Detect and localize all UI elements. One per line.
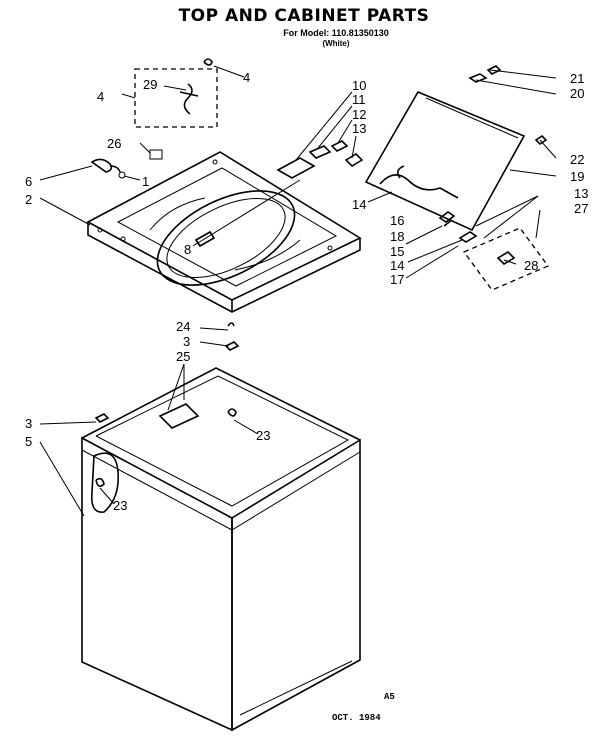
callout-28: 28: [524, 258, 538, 273]
callout-4: 4: [243, 70, 250, 85]
callout-13-upper: 13: [352, 121, 366, 136]
lid-hinge-box: [462, 227, 550, 291]
part-1-graphic: [118, 171, 126, 179]
part-29-graphic: [179, 83, 199, 115]
callout-29: 29: [143, 77, 157, 92]
part-17-graphic: [458, 231, 478, 243]
callout-16: 16: [390, 213, 404, 228]
part-23-lower-graphic: [90, 452, 120, 513]
part-24-graphic: [227, 322, 235, 327]
part-20-graphic: [468, 73, 488, 83]
part-23-upper-graphic: [227, 408, 237, 417]
page-title: TOP AND CABINET PARTS: [178, 6, 430, 26]
callout-11: 11: [352, 92, 366, 107]
callout-9: 4: [97, 89, 104, 104]
footer-code: A5: [384, 692, 395, 702]
hinge-assembly-box: [134, 68, 218, 128]
leader-lines: [39, 65, 557, 517]
callout-14-lower: 14: [390, 258, 404, 273]
color-variant: (White): [322, 39, 350, 48]
part-13-graphic: [344, 152, 364, 168]
part-11-graphic: [308, 145, 332, 159]
part-10-graphic: [276, 157, 316, 179]
part-15-18-graphic: [438, 211, 456, 227]
callout-24: 24: [176, 319, 190, 334]
part-25-graphic: [158, 403, 200, 429]
part-3-upper-graphic: [224, 341, 240, 351]
callout-6: 6: [25, 174, 32, 189]
callout-17: 17: [390, 272, 404, 287]
part-12-graphic: [330, 140, 349, 152]
callout-21: 21: [570, 71, 584, 86]
callout-3-upper: 3: [183, 334, 190, 349]
callout-10: 10: [352, 78, 366, 93]
top-panel: [86, 151, 362, 313]
callout-26: 26: [107, 136, 121, 151]
callout-23-upper: 23: [256, 428, 270, 443]
callout-1: 1: [142, 174, 149, 189]
callout-18: 18: [390, 229, 404, 244]
callout-23-lower: 23: [113, 498, 127, 513]
part-4-graphic: [203, 58, 213, 66]
part-3-lower-graphic: [94, 413, 110, 423]
callout-15: 15: [390, 244, 404, 259]
callout-12: 12: [352, 107, 366, 122]
footer-date: OCT. 1984: [332, 713, 381, 723]
part-28-graphic: [496, 250, 516, 266]
callout-14-upper: 14: [352, 197, 366, 212]
callout-2: 2: [25, 192, 32, 207]
callout-8: 8: [184, 242, 191, 257]
callout-19: 19: [570, 169, 584, 184]
callout-20: 20: [570, 86, 584, 101]
lid: [364, 90, 526, 232]
callout-13-lower: 13: [574, 186, 588, 201]
callout-5: 5: [25, 434, 32, 449]
part-8-graphic: [194, 230, 216, 248]
model-number: For Model: 110.81350130: [283, 28, 389, 38]
callout-27: 27: [574, 201, 588, 216]
cabinet: [81, 367, 361, 732]
part-6-graphic: [90, 158, 121, 173]
part-22-graphic: [534, 134, 548, 146]
callout-22: 22: [570, 152, 584, 167]
part-21-graphic: [486, 65, 502, 75]
part-26-graphic: [149, 149, 163, 160]
callout-3-lower: 3: [25, 416, 32, 431]
callout-25: 25: [176, 349, 190, 364]
